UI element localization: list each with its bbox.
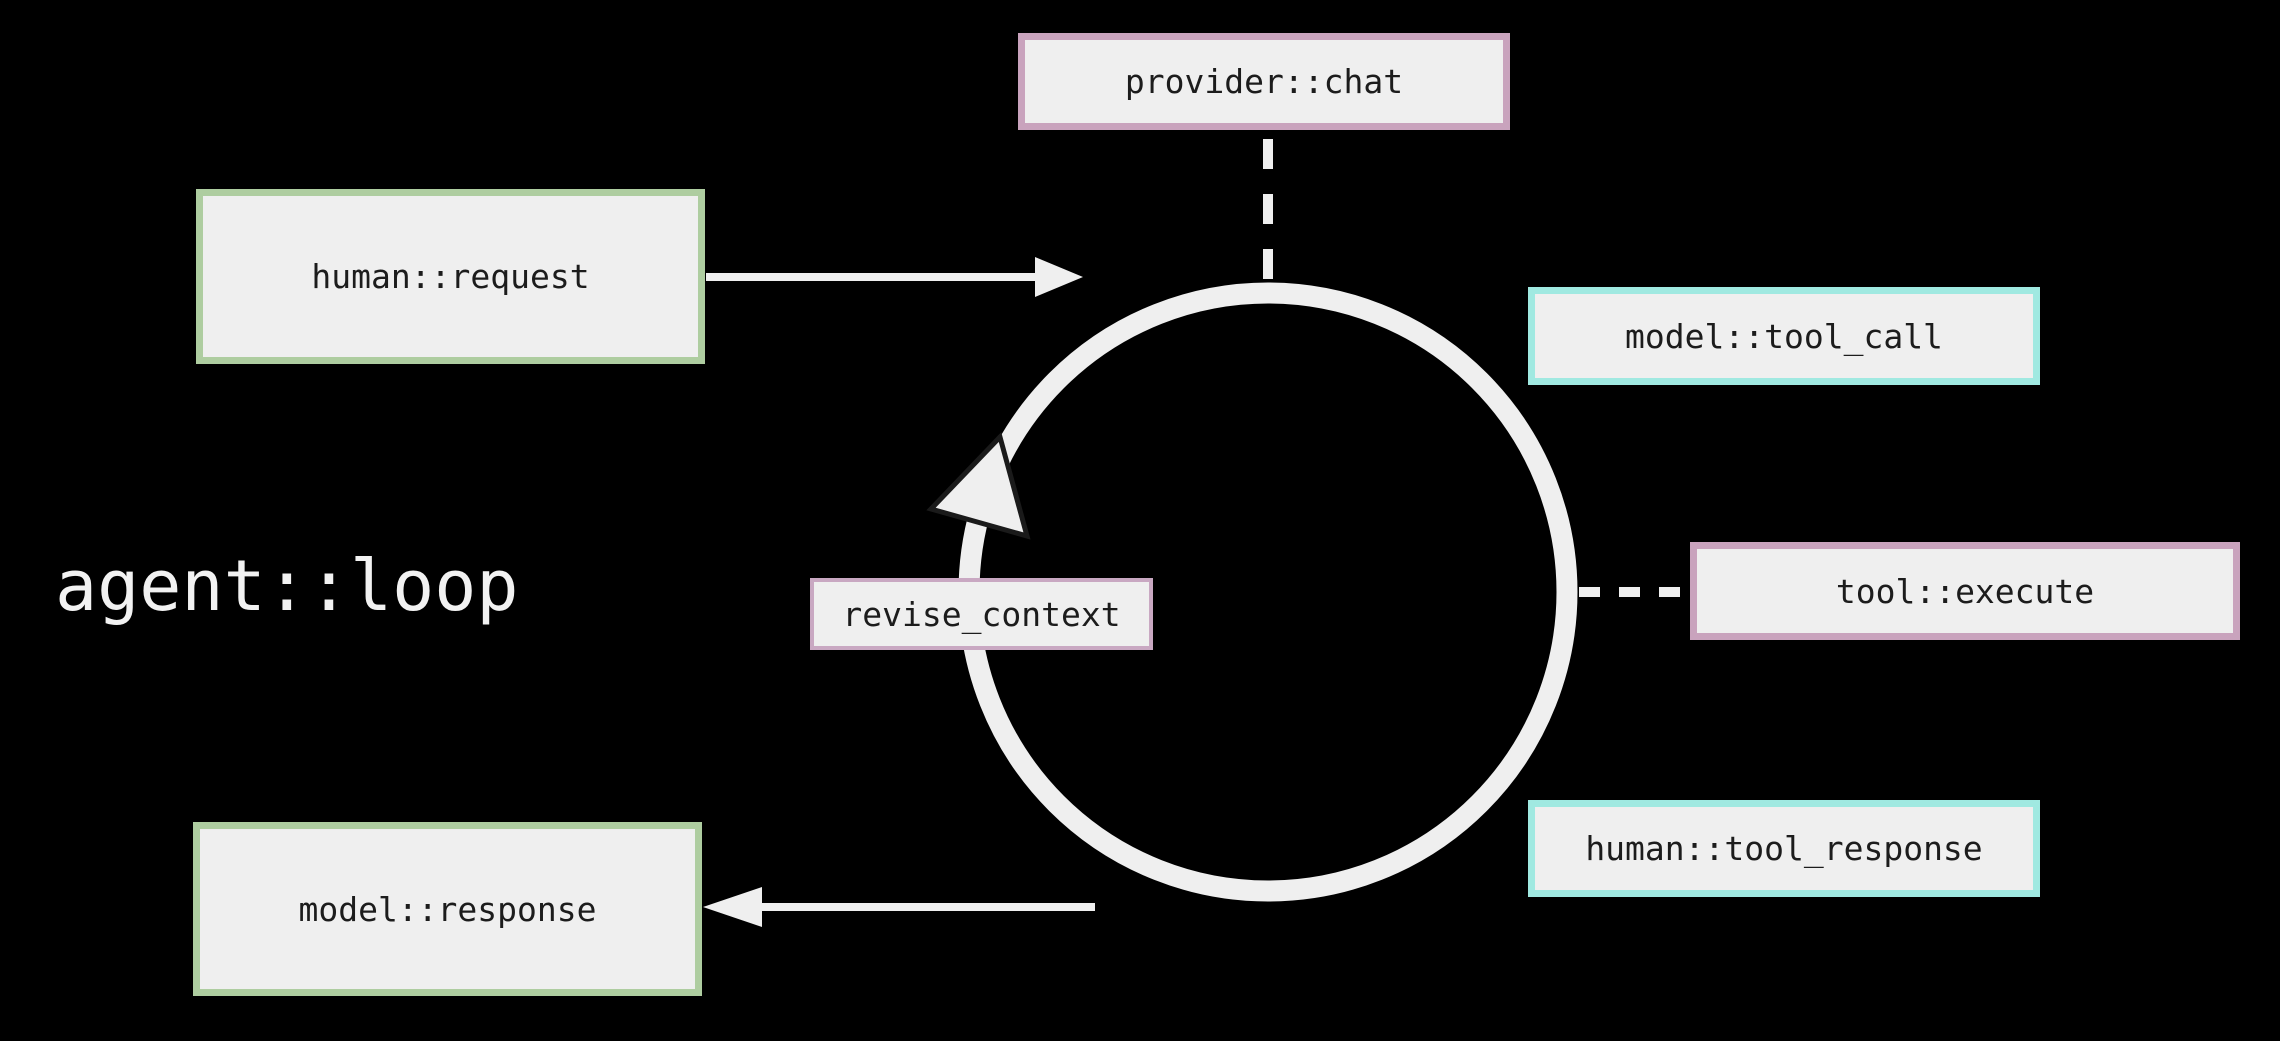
node-provider-chat: provider::chat	[1018, 33, 1510, 130]
node-provider-chat-label: provider::chat	[1124, 62, 1404, 101]
node-human-tool-response-label: human::tool_response	[1585, 829, 1983, 868]
loop-direction-arrowhead-icon	[926, 432, 1031, 540]
node-human-request-label: human::request	[311, 257, 590, 296]
node-model-response-label: model::response	[298, 889, 597, 929]
node-model-tool-call: model::tool_call	[1528, 287, 2040, 385]
human-request-arrowhead-icon	[1035, 257, 1083, 297]
model-response-arrowhead-icon	[703, 887, 762, 927]
node-model-tool-call-label: model::tool_call	[1625, 316, 1943, 356]
node-human-request: human::request	[196, 189, 705, 364]
node-model-response: model::response	[193, 822, 702, 996]
node-revise-context: revise_context	[810, 578, 1153, 650]
node-revise-context-label: revise_context	[842, 594, 1121, 634]
node-tool-execute-label: tool::execute	[1835, 571, 2095, 611]
node-human-tool-response: human::tool_response	[1528, 800, 2040, 897]
loop-title: agent::loop	[55, 545, 519, 627]
node-tool-execute: tool::execute	[1690, 542, 2240, 640]
